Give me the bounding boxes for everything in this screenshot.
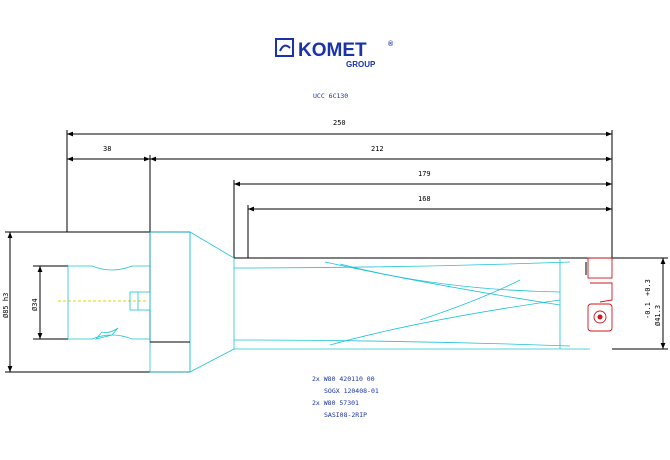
tool-code: UCC 6C130: [313, 92, 348, 100]
drill-body: [233, 257, 612, 350]
flange: [149, 231, 235, 373]
dim-drill-tolerance: +0.3: [644, 279, 652, 296]
dim-flute-length: 179: [233, 170, 612, 258]
cutting-inserts: [585, 257, 613, 332]
komet-logo: KOMET ® GROUP: [275, 38, 394, 69]
dim-overall-length-label: 250: [333, 119, 346, 127]
logo-registered: ®: [388, 40, 394, 48]
logo-swoosh-icon: [279, 44, 291, 52]
dim-overall-length: 250: [66, 119, 613, 258]
parts-list-item: SOGX 120408-01: [324, 387, 379, 395]
dim-drill-diameter-label: Ø41.3: [654, 305, 662, 326]
logo-emblem-icon: [275, 38, 294, 57]
logo-group: GROUP: [346, 60, 376, 69]
dim-body-length: 212: [150, 145, 612, 162]
parts-list-item: 2x W80 420110 00: [312, 375, 375, 383]
parts-list-item: 2x W80 57301: [312, 399, 359, 407]
shank: [67, 265, 151, 340]
dim-flute-length-label: 179: [418, 170, 431, 178]
logo-brand: KOMET: [298, 40, 367, 61]
dim-drill-tolerance-lower: -0.1: [644, 302, 652, 319]
insert-screw-icon: [597, 314, 603, 320]
parts-list: 2x W80 420110 00 SOGX 120408-01 2x W80 5…: [312, 375, 379, 419]
dim-flange-diameter-label: Ø85 h3: [2, 293, 10, 318]
dim-drill-diameter: Ø41.3 +0.3 -0.1: [612, 257, 668, 350]
dim-shank-diameter: Ø34: [31, 265, 68, 340]
dim-shank-length-label: 38: [103, 145, 111, 153]
parts-list-item: SASI08-2RIP: [324, 411, 367, 419]
dim-shank-length: 38: [67, 145, 151, 342]
dim-shank-diameter-label: Ø34: [31, 298, 39, 311]
dim-cutting-length: 168: [247, 195, 612, 258]
dim-body-length-label: 212: [371, 145, 384, 153]
dim-cutting-length-label: 168: [418, 195, 431, 203]
